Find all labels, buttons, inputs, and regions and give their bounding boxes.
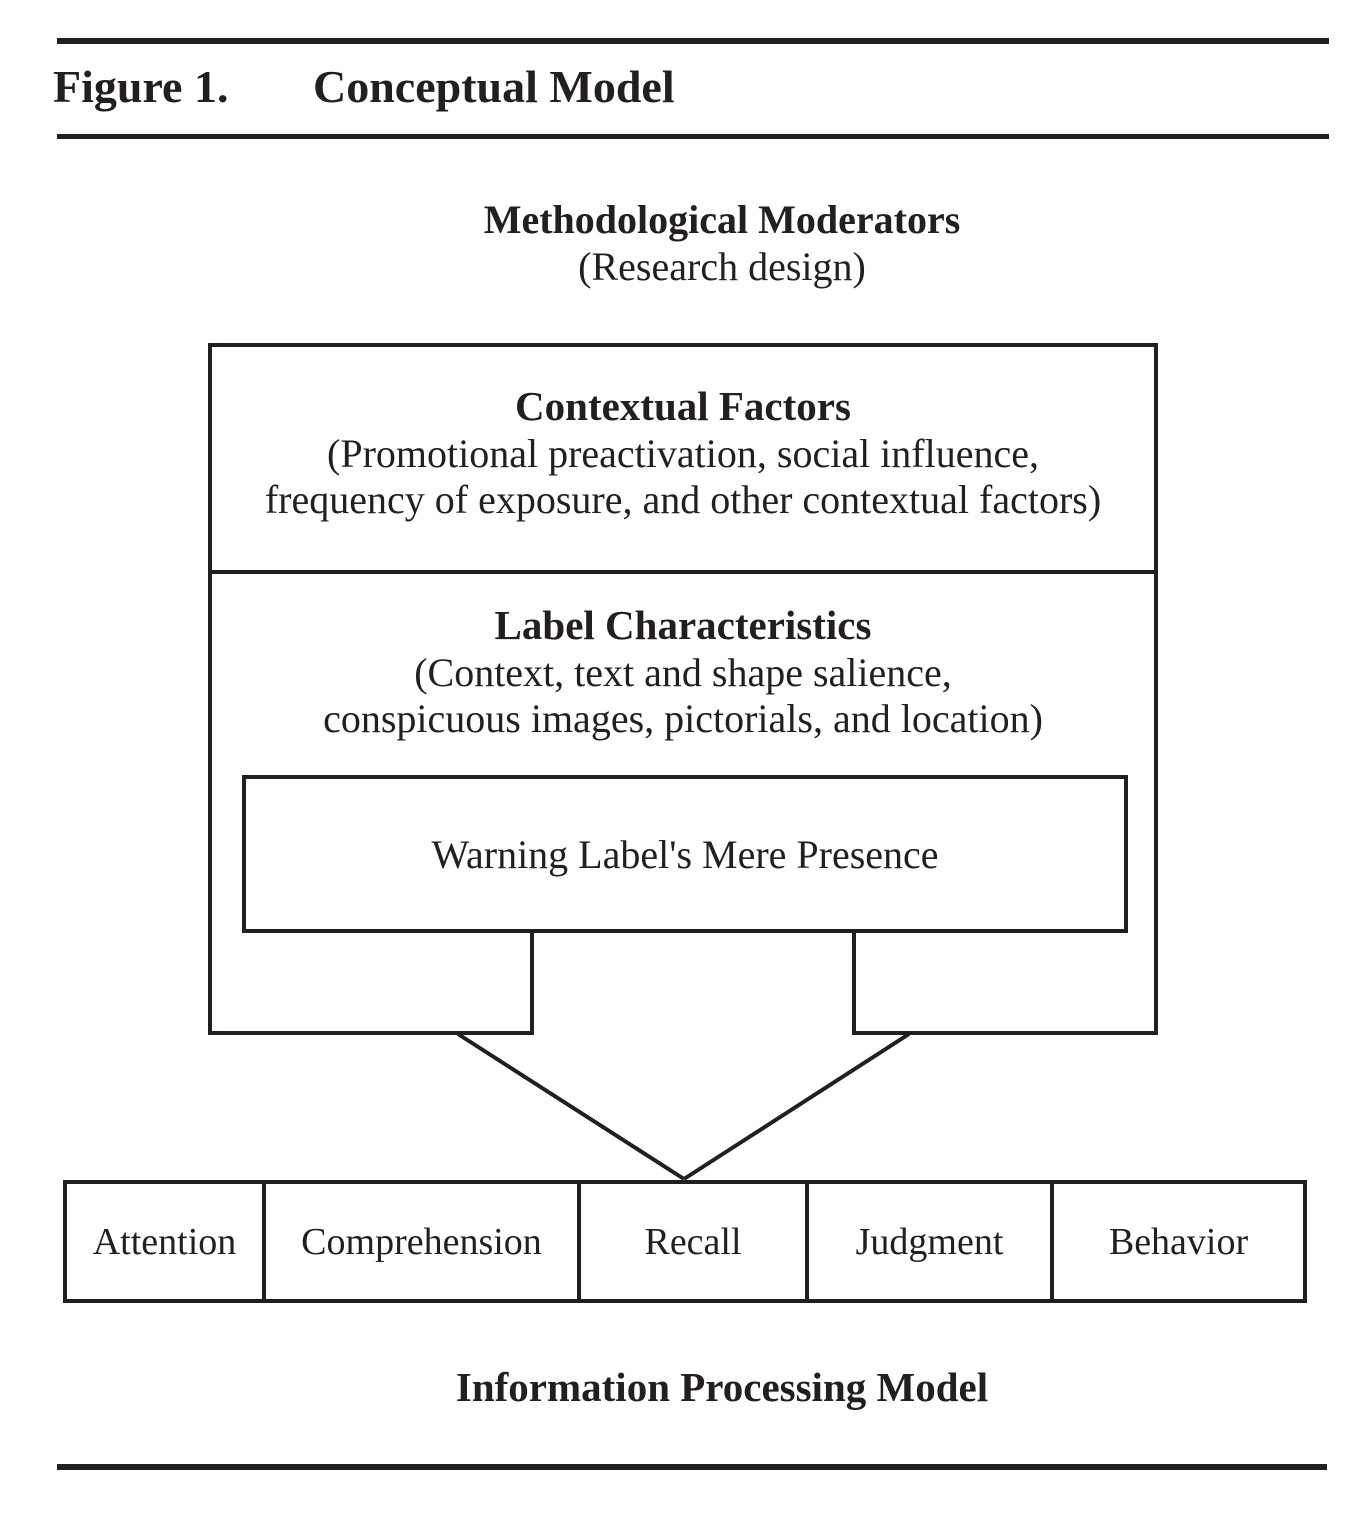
factors-outer-box: Contextual Factors (Promotional preactiv… <box>208 343 1158 1035</box>
label-characteristics-title: Label Characteristics <box>494 602 872 648</box>
contextual-factors-title: Contextual Factors <box>515 383 851 429</box>
bottom-rule <box>57 1464 1327 1470</box>
caption-divider-rule <box>57 134 1329 139</box>
contextual-factors-detail-line2: frequency of exposure, and other context… <box>264 477 1102 522</box>
methodological-moderators-title: Methodological Moderators <box>483 197 961 242</box>
top-rule <box>57 38 1329 44</box>
outer-box-bottom-left-edge <box>208 1031 534 1035</box>
contextual-factors-section: Contextual Factors (Promotional preactiv… <box>212 381 1154 523</box>
methodological-moderators-heading: Methodological Moderators (Research desi… <box>86 196 1358 290</box>
information-processing-model-heading: Information Processing Model <box>455 1364 989 1410</box>
funnel-right-wall-line <box>852 933 856 1035</box>
stage-cell-attention: Attention <box>67 1184 266 1299</box>
figure-caption: Figure 1. Conceptual Model <box>53 61 675 116</box>
process-stage-row: Attention Comprehension Recall Judgment … <box>63 1180 1307 1303</box>
stage-cell-recall: Recall <box>581 1184 809 1299</box>
section-divider-line <box>208 570 1158 574</box>
label-characteristics-detail-line2: conspicuous images, pictorials, and loca… <box>323 696 1043 741</box>
warning-label-mere-presence-text: Warning Label's Mere Presence <box>431 831 939 877</box>
stage-cell-judgment: Judgment <box>809 1184 1054 1299</box>
warning-label-mere-presence-box: Warning Label's Mere Presence <box>242 775 1128 933</box>
stage-cell-comprehension: Comprehension <box>266 1184 581 1299</box>
funnel-left-wall-line <box>530 933 534 1035</box>
outer-box-bottom-right-edge <box>852 1031 1158 1035</box>
stage-cell-behavior: Behavior <box>1108 1220 1249 1263</box>
label-characteristics-section: Label Characteristics (Context, text and… <box>212 600 1154 742</box>
label-characteristics-detail-line1: (Context, text and shape salience, <box>414 650 952 695</box>
figure-title: Conceptual Model <box>313 61 675 112</box>
contextual-factors-detail-line1: (Promotional preactivation, social influ… <box>327 431 1039 476</box>
figure-number-label: Figure 1. <box>53 61 229 112</box>
research-design-subtitle: (Research design) <box>578 244 866 289</box>
